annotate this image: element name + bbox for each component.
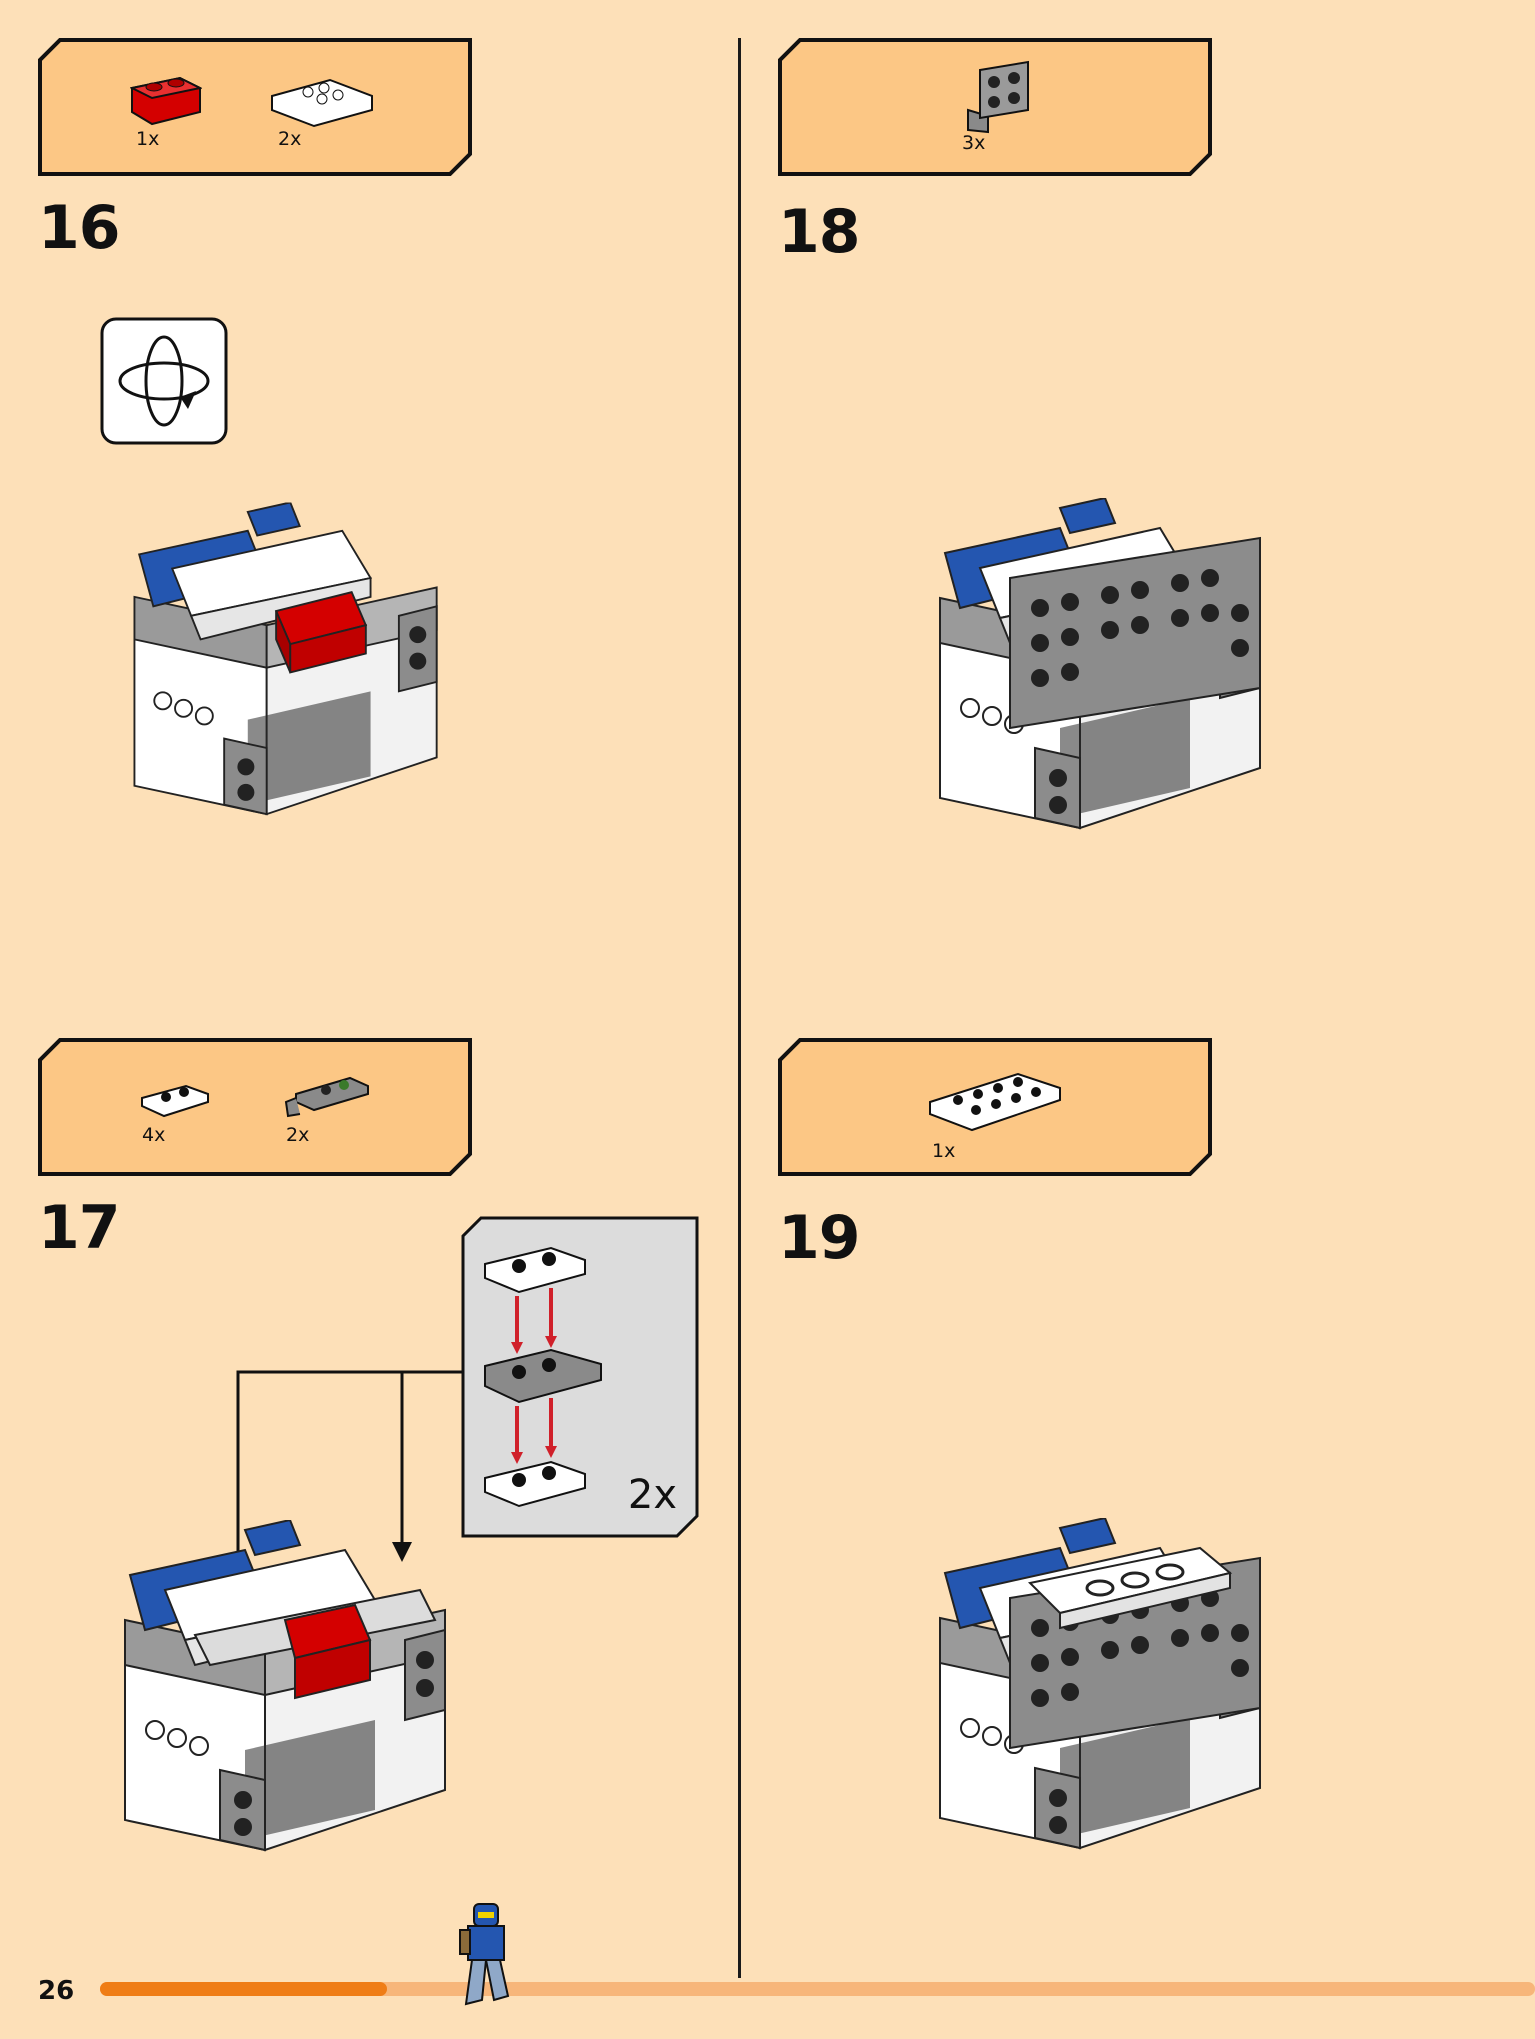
step-number: 16 xyxy=(38,193,120,263)
part-qty: 3x xyxy=(962,132,986,154)
model-step-18 xyxy=(930,498,1261,838)
part-qty: 2x xyxy=(286,1124,310,1146)
page-number: 26 xyxy=(38,1976,75,2006)
white-plate-2x4-icon xyxy=(929,1072,1061,1132)
model-step-19 xyxy=(930,1518,1261,1858)
red-brick-1x2-icon xyxy=(130,76,202,126)
minifigure-mascot-icon xyxy=(459,1903,510,2006)
subassembly-box: 2x xyxy=(461,1216,699,1538)
part-qty: 1x xyxy=(136,128,160,150)
gray-clip-plate-icon xyxy=(284,1076,369,1118)
parts-callout-step-18: 3x xyxy=(778,38,1212,176)
parts-callout-step-17: 4x 2x xyxy=(38,1038,472,1176)
part-qty: 4x xyxy=(142,1124,166,1146)
model-step-17 xyxy=(115,1520,475,1860)
rotate-model-icon xyxy=(100,317,228,445)
part-qty: 2x xyxy=(278,128,302,150)
step-number: 18 xyxy=(778,197,860,267)
model-step-16 xyxy=(125,498,465,828)
step-number: 19 xyxy=(778,1203,860,1273)
subassembly-multiplier: 2x xyxy=(627,1472,677,1518)
step-number: 17 xyxy=(38,1193,120,1263)
progress-bar xyxy=(100,1982,1535,1996)
part-qty: 1x xyxy=(932,1140,956,1162)
parts-callout-step-19: 1x xyxy=(778,1038,1212,1176)
gray-bracket-icon xyxy=(967,60,1029,134)
white-slope-2x2-icon xyxy=(271,78,373,128)
column-divider xyxy=(738,38,741,1978)
white-plate-1x2-icon xyxy=(141,1084,209,1118)
progress-fill xyxy=(100,1982,387,1996)
parts-callout-step-16: 1x 2x xyxy=(38,38,472,176)
